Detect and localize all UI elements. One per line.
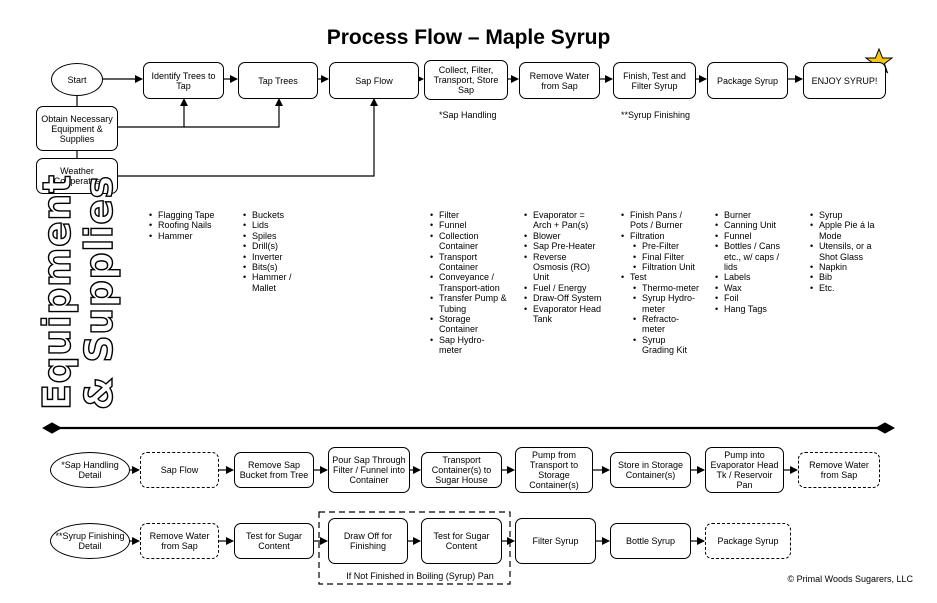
- list-item: Evaporator = Arch + Pan(s): [521, 210, 603, 231]
- sap-handling-detail-node: *Sap Handling Detail: [50, 452, 130, 488]
- list-item: Filter: [427, 210, 507, 221]
- sap-detail-step: Store in Storage Container(s): [610, 452, 691, 488]
- list-subitem: Thermo-meter: [618, 283, 700, 294]
- list-subitem: Syrup Grading Kit: [618, 335, 700, 356]
- list-item: Hammer: [146, 231, 236, 242]
- list-item: Wax: [712, 283, 792, 294]
- sap-detail-step: Pump into Evaporator Head Tk / Reservoir…: [705, 447, 784, 493]
- list-item: Sap Pre-Heater: [521, 241, 603, 252]
- list-item: Sap Hydro-meter: [427, 335, 507, 356]
- list-item: Buckets: [240, 210, 310, 221]
- identify-trees-box: Identify Trees to Tap: [143, 62, 224, 99]
- list-item: Spiles: [240, 231, 310, 242]
- syrup-finishing-detail-node: **Syrup Finishing Detail: [50, 523, 130, 559]
- enjoy-syrup-box: ENJOY SYRUP!: [803, 62, 886, 99]
- syrup-detail-step: Package Syrup: [705, 523, 791, 559]
- list-item: Lids: [240, 220, 310, 231]
- list-item: Inverter: [240, 252, 310, 263]
- list-item: Napkin: [807, 262, 889, 273]
- list-item: Etc.: [807, 283, 889, 294]
- list-item: Bits(s): [240, 262, 310, 273]
- list-item: Collection Container: [427, 231, 507, 252]
- list-item: Transfer Pump & Tubing: [427, 293, 507, 314]
- list-subitem: Refracto-meter: [618, 314, 700, 335]
- list-item: Blower: [521, 231, 603, 242]
- equipment-heading: Equipment: [34, 174, 79, 411]
- start-node: Start: [51, 63, 103, 96]
- syrup-detail-step: Draw Off for Finishing: [328, 518, 408, 564]
- list-item: Filtration: [618, 231, 700, 242]
- list-item: Utensils, or a Shot Glass: [807, 241, 889, 262]
- syrup-detail-step: Bottle Syrup: [610, 523, 691, 559]
- list-item: Apple Pie á la Mode: [807, 220, 889, 241]
- syrup-detail-step: Test for Sugar Content: [421, 518, 502, 564]
- list-item: Transport Container: [427, 252, 507, 273]
- tap-trees-box: Tap Trees: [238, 62, 318, 99]
- line-obtain-identify: [118, 98, 188, 128]
- syrup-detail-step: Test for Sugar Content: [234, 523, 314, 559]
- obtain-equipment-box: Obtain Necessary Equipment & Supplies: [36, 106, 118, 151]
- equipment-list-collect: Filter Funnel Collection Container Trans…: [427, 210, 507, 356]
- list-item: Burner: [712, 210, 792, 221]
- list-subitem: Filtration Unit: [618, 262, 700, 273]
- list-subitem: Final Filter: [618, 252, 700, 263]
- list-item: Syrup: [807, 210, 889, 221]
- list-item: Foil: [712, 293, 792, 304]
- list-item: Canning Unit: [712, 220, 792, 231]
- list-item: Finish Pans / Pots / Burner: [618, 210, 700, 231]
- finish-test-filter-box: Finish, Test and Filter Syrup: [613, 62, 696, 99]
- sap-flow-box: Sap Flow: [329, 62, 419, 99]
- supplies-heading: & Supplies: [76, 175, 121, 411]
- list-item: Bib: [807, 272, 889, 283]
- syrup-detail-step: Filter Syrup: [515, 518, 596, 564]
- list-item: Bottles / Cans etc., w/ caps / lids: [712, 241, 792, 272]
- list-item: Roofing Nails: [146, 220, 236, 231]
- list-item: Draw-Off System: [521, 293, 603, 304]
- equipment-list-enjoy: Syrup Apple Pie á la Mode Utensils, or a…: [807, 210, 889, 294]
- list-subitem: Syrup Hydro-meter: [618, 293, 700, 314]
- list-subitem: Pre-Filter: [618, 241, 700, 252]
- list-item: Hang Tags: [712, 304, 792, 315]
- copyright-text: © Primal Woods Sugarers, LLC: [787, 574, 913, 584]
- page-title: Process Flow – Maple Syrup: [326, 26, 611, 49]
- list-item: Reverse Osmosis (RO) Unit: [521, 252, 603, 283]
- sap-detail-step: Transport Container(s) to Sugar House: [421, 452, 502, 488]
- list-item: Hammer / Mallet: [240, 272, 310, 293]
- sap-handling-note: *Sap Handling: [439, 110, 497, 120]
- sap-detail-step: Remove Sap Bucket from Tree: [234, 452, 314, 488]
- syrup-finishing-note: **Syrup Finishing: [621, 110, 691, 120]
- sap-detail-step: Pump from Transport to Storage Container…: [515, 447, 593, 493]
- list-item: Funnel: [427, 220, 507, 231]
- remove-water-box: Remove Water from Sap: [519, 62, 600, 99]
- list-item: Funnel: [712, 231, 792, 242]
- list-item: Labels: [712, 272, 792, 283]
- weather-box: Weather Cooperates: [36, 158, 118, 194]
- list-item: Evaporator Head Tank: [521, 304, 603, 325]
- list-item: Conveyance / Transport-ation: [427, 272, 507, 293]
- list-item: Test: [618, 272, 700, 283]
- equipment-list-package: Burner Canning Unit Funnel Bottles / Can…: [712, 210, 792, 314]
- main-flow-connectors: [76, 75, 803, 177]
- sap-detail-step: Sap Flow: [140, 452, 219, 488]
- package-syrup-box: Package Syrup: [707, 62, 788, 99]
- list-item: Fuel / Energy: [521, 283, 603, 294]
- sap-detail-step: Pour Sap Through Filter / Funnel into Co…: [328, 447, 410, 493]
- line-weather-sapflow: [118, 98, 378, 177]
- list-item: Drill(s): [240, 241, 310, 252]
- finishing-loop-note: If Not Finished in Boiling (Syrup) Pan: [346, 571, 494, 581]
- syrup-detail-step: Remove Water from Sap: [140, 523, 219, 559]
- line-obtain-tap: [184, 98, 283, 128]
- list-item: Storage Container: [427, 314, 507, 335]
- collect-sap-box: Collect, Filter, Transport, Store Sap: [424, 60, 508, 100]
- finishing-loop-boundary: [318, 511, 511, 585]
- sap-detail-step: Remove Water from Sap: [798, 452, 880, 488]
- equipment-list-identify: Flagging Tape Roofing Nails Hammer: [146, 210, 236, 242]
- list-item: Flagging Tape: [146, 210, 236, 221]
- equipment-list-finish: Finish Pans / Pots / Burner Filtration P…: [618, 210, 700, 356]
- equipment-list-tap: Buckets Lids Spiles Drill(s) Inverter Bi…: [240, 210, 310, 293]
- equipment-list-remove: Evaporator = Arch + Pan(s) Blower Sap Pr…: [521, 210, 603, 324]
- section-divider: [41, 422, 896, 434]
